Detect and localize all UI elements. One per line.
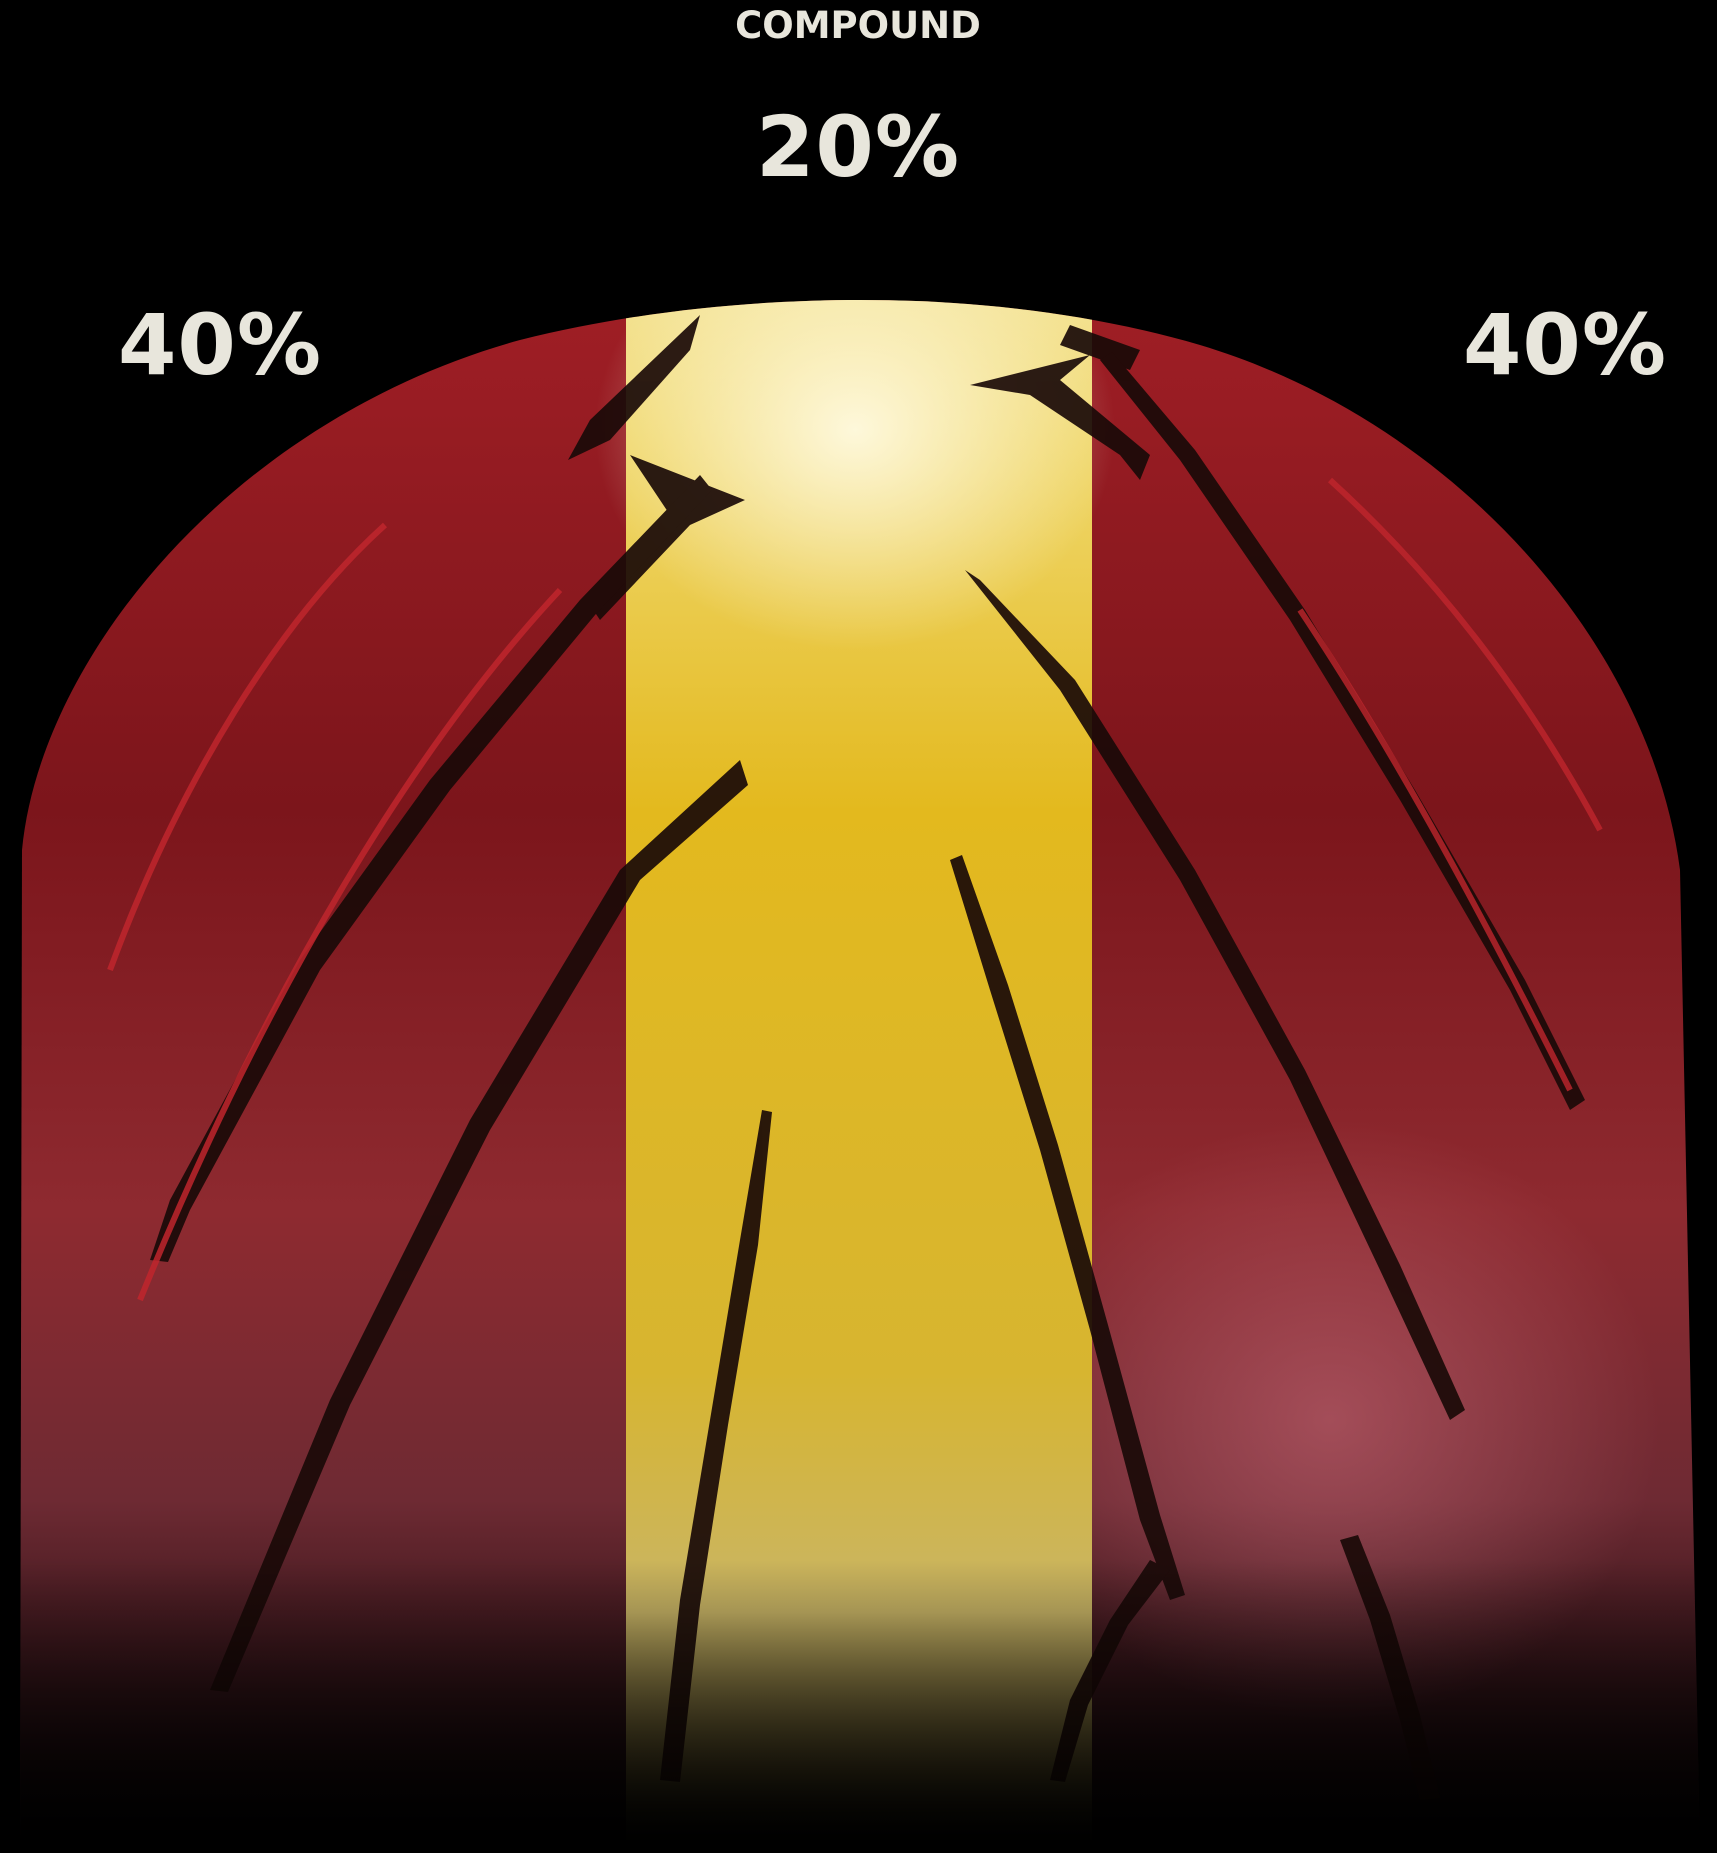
left-zone-percentage: 40% bbox=[117, 296, 323, 394]
compound-heading: COMPOUND bbox=[735, 4, 981, 47]
center-zone-percentage: 20% bbox=[755, 98, 961, 196]
right-zone-percentage: 40% bbox=[1462, 296, 1668, 394]
